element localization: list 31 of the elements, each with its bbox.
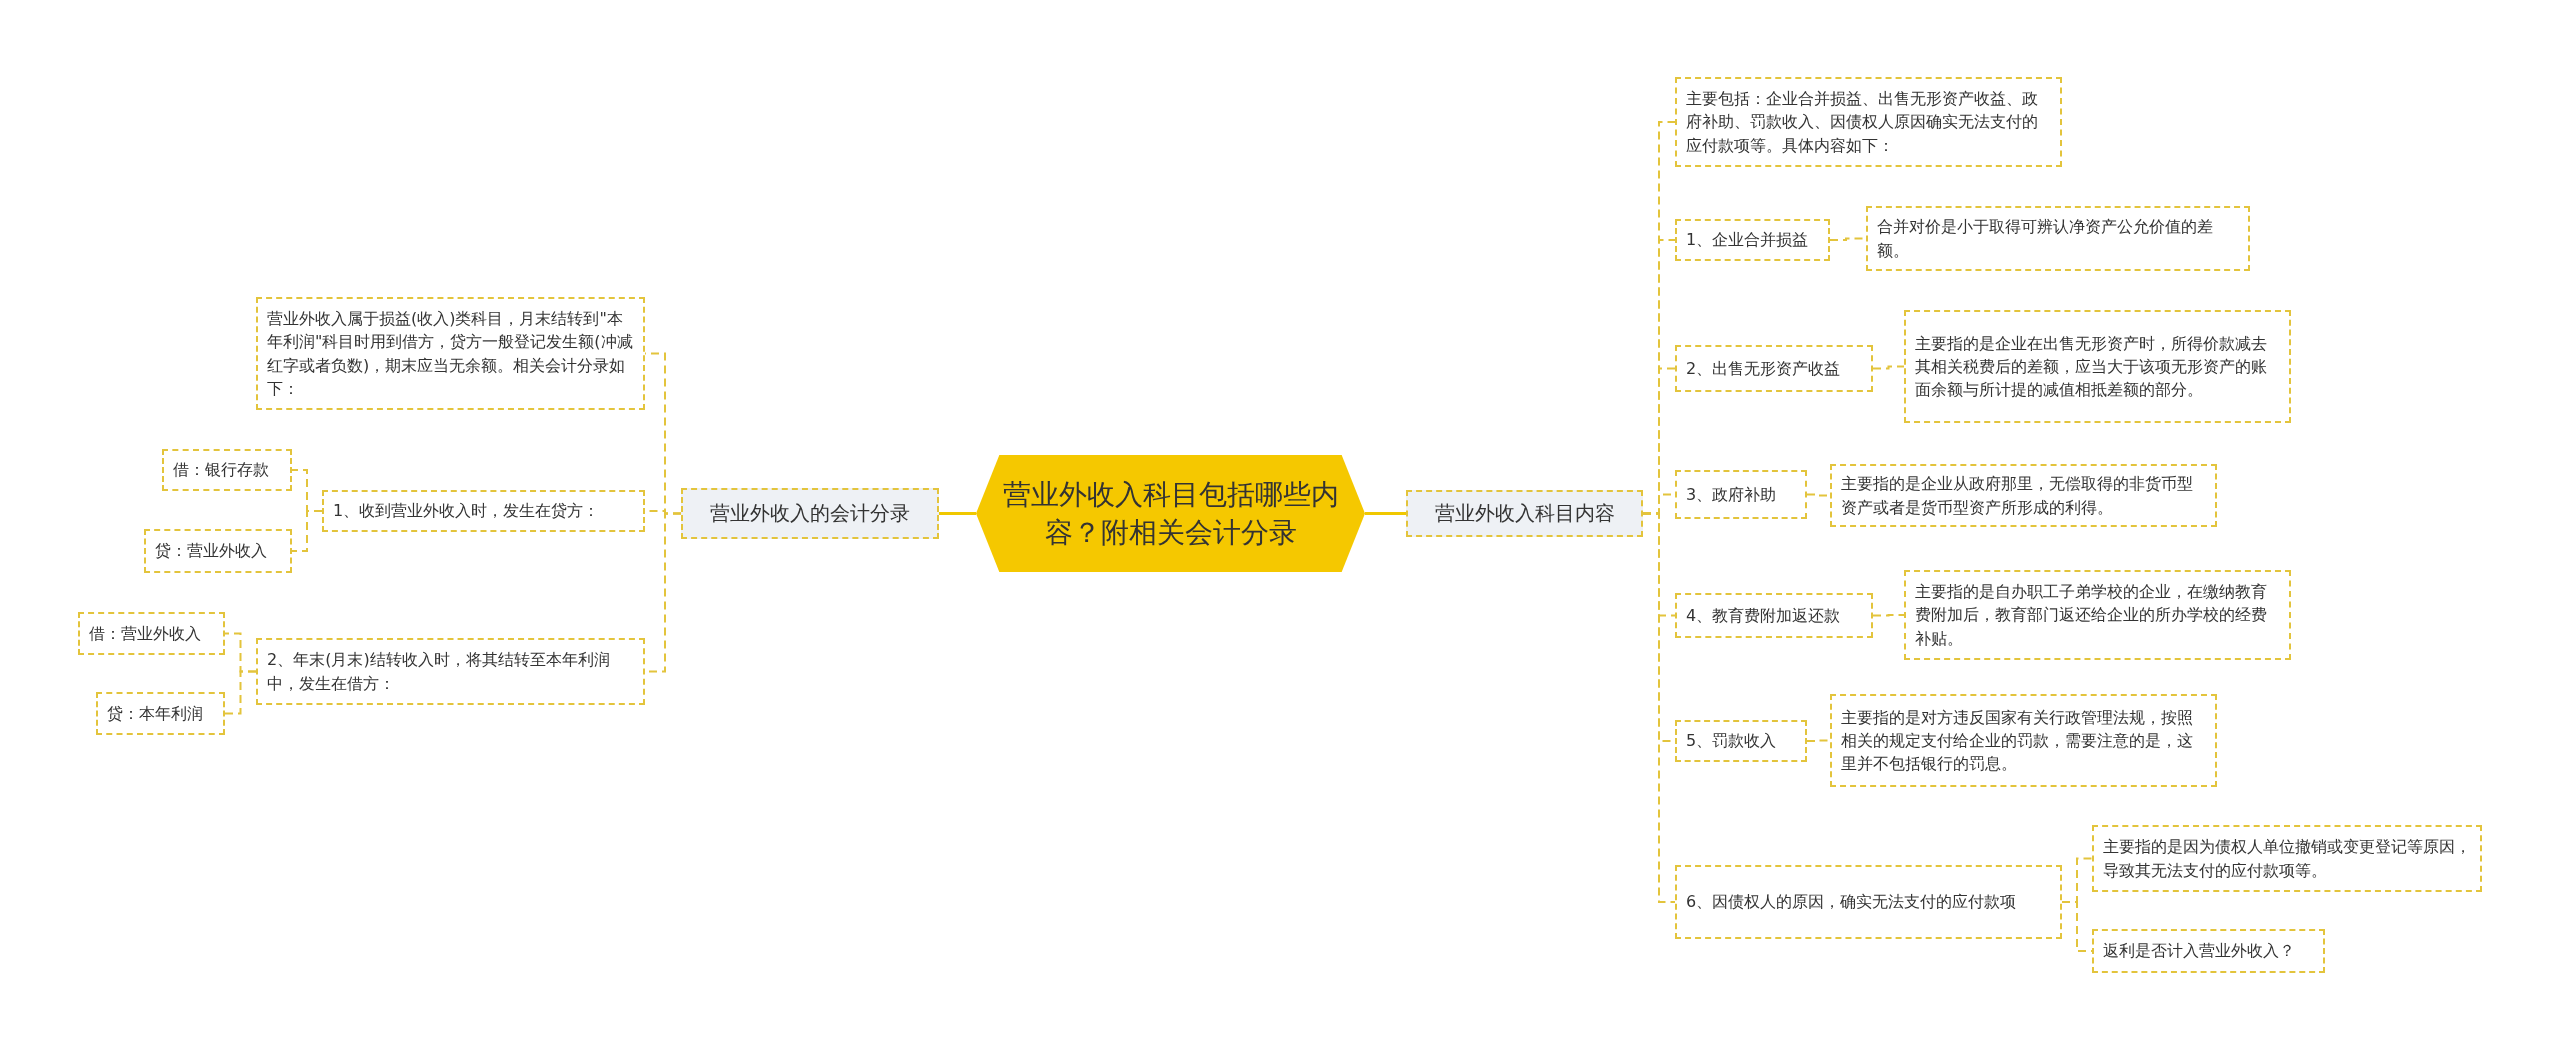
subtopic-box: 主要包括：企业合并损益、出售无形资产收益、政府补助、罚款收入、因债权人原因确实无法支付的应付款项等。具体内容如下： xyxy=(1675,77,2062,167)
subtopic-box: 主要指的是对方违反国家有关行政管理法规，按照相关的规定支付给企业的罚款，需要注意的是，这里并不包括银行的罚息。 xyxy=(1830,694,2217,787)
connector-line xyxy=(1872,365,1905,370)
subtopic-box: 2、年末(月末)结转收入时，将其结转至本年利润中，发生在借方： xyxy=(256,638,645,705)
subtopic-box: 5、罚款收入 xyxy=(1675,720,1807,762)
subtopic-box: 借：银行存款 xyxy=(162,449,292,491)
subtopic-box: 主要指的是企业从政府那里，无偿取得的非货币型资产或者是货币型资产所形成的利得。 xyxy=(1830,464,2217,527)
subtopic-box: 主要指的是因为债权人单位撤销或变更登记等原因，导致其无法支付的应付款项等。 xyxy=(2092,825,2482,892)
subtopic-box: 主要指的是自办职工子弟学校的企业，在缴纳教育费附加后，教育部门返还给企业的所办学校的经费补贴。 xyxy=(1904,570,2291,660)
subtopic-box: 主要指的是企业在出售无形资产时，所得价款减去其相关税费后的差额，应当大于该项无形资产的账面余额与所计提的减值相抵差额的部分。 xyxy=(1904,310,2291,423)
subtopic-box: 1、收到营业外收入时，发生在贷方： xyxy=(322,490,645,532)
central-topic: 营业外收入科目包括哪些内容？附相关会计分录 xyxy=(976,455,1365,572)
subtopic-box: 4、教育费附加返还款 xyxy=(1675,593,1873,638)
subtopic-box: 借：营业外收入 xyxy=(78,612,225,655)
connector-line xyxy=(1806,739,1831,742)
connector-line xyxy=(1365,512,1406,515)
subtopic-box: 贷：本年利润 xyxy=(96,692,225,735)
topic-box: 营业外收入的会计分录 xyxy=(681,488,939,539)
subtopic-box: 贷：营业外收入 xyxy=(144,529,292,573)
connector-line xyxy=(939,512,976,515)
subtopic-box: 6、因债权人的原因，确实无法支付的应付款项 xyxy=(1675,865,2062,939)
connector-line xyxy=(291,510,323,552)
topic-box: 营业外收入科目内容 xyxy=(1406,490,1643,537)
subtopic-box: 返利是否计入营业外收入？ xyxy=(2092,929,2325,973)
subtopic-box: 1、企业合并损益 xyxy=(1675,219,1830,261)
subtopic-box: 合并对价是小于取得可辨认净资产公允价值的差额。 xyxy=(1866,206,2250,271)
connector-line xyxy=(1872,614,1905,617)
subtopic-box: 营业外收入属于损益(收入)类科目，月末结转到"本年利润"科目时用到借方，贷方一般登记发生额(冲减红字或者负数)，期末应当无余额。相关会计分录如下： xyxy=(256,297,645,410)
subtopic-box: 2、出售无形资产收益 xyxy=(1675,345,1873,392)
subtopic-box: 3、政府补助 xyxy=(1675,470,1807,519)
connector-line xyxy=(224,670,257,715)
